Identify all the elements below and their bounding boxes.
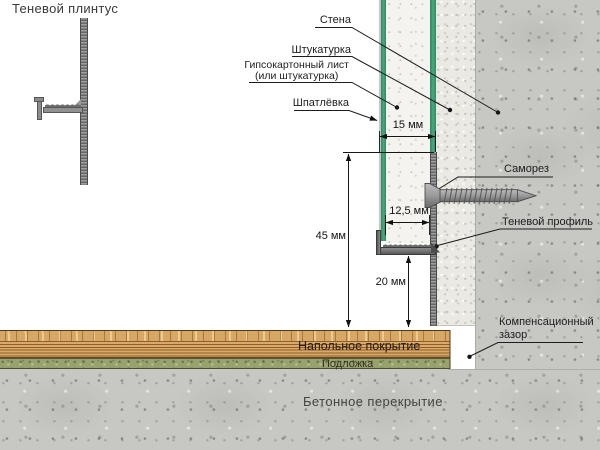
dimension-45mm: 45 мм bbox=[315, 230, 346, 242]
label-expansion-gap-line2: зазор bbox=[499, 329, 528, 341]
dimension-20mm: 20 мм bbox=[375, 276, 406, 288]
underlay-layer bbox=[0, 358, 450, 369]
wall-layer-putty bbox=[378, 0, 381, 232]
label-wall: Стена bbox=[319, 14, 351, 26]
drywall-core bbox=[386, 0, 430, 243]
label-shadow-profile: Теневой профиль bbox=[502, 216, 593, 228]
shadow-profile-channel bbox=[376, 247, 436, 255]
label-expansion-gap-line1: Компенсационный bbox=[499, 316, 594, 328]
dimension-12-5mm: 12,5 мм bbox=[389, 205, 429, 217]
profile-thumbnail-plate bbox=[80, 18, 88, 185]
label-expansion-gap: Компенсационный зазор bbox=[499, 316, 594, 342]
concrete-slab bbox=[0, 369, 600, 450]
shadow-profile-teeth bbox=[383, 243, 431, 248]
drywall-facing-back bbox=[430, 0, 436, 152]
label-drywall: Гипсокартонный лист (или штукатурка) bbox=[244, 60, 349, 81]
drywall-facing-front bbox=[380, 0, 386, 241]
label-drywall-line2: (или штукатурка) bbox=[254, 69, 339, 82]
floor-covering-surface bbox=[0, 330, 450, 341]
shadow-profile-mounting-plate bbox=[430, 152, 437, 326]
dimension-15mm: 15 мм bbox=[392, 119, 424, 131]
label-screw: Саморез bbox=[504, 163, 549, 175]
diagram-title: Теневой плинтус bbox=[12, 1, 119, 16]
wall-layer-concrete bbox=[475, 0, 600, 370]
label-floor-covering: Напольное покрытие bbox=[298, 339, 421, 353]
label-plaster: Штукатурка bbox=[291, 44, 351, 56]
label-drywall-line1: Гипсокартонный лист bbox=[244, 59, 349, 71]
floor-covering-plywood-layers bbox=[0, 341, 450, 358]
slab-wall-joint-line bbox=[448, 369, 600, 370]
wall-layer-plaster bbox=[436, 0, 475, 326]
profile-thumbnail-teeth bbox=[45, 102, 81, 108]
label-concrete-slab: Бетонное перекрытие bbox=[303, 394, 443, 409]
label-underlay: Подложка bbox=[322, 358, 374, 370]
label-putty: Шпатлёвка bbox=[292, 97, 349, 109]
profile-thumbnail-arm bbox=[43, 107, 83, 113]
shadow-profile-flange bbox=[376, 230, 381, 255]
profile-thumbnail-flange bbox=[36, 101, 42, 120]
floor-covering-edge bbox=[449, 330, 451, 369]
